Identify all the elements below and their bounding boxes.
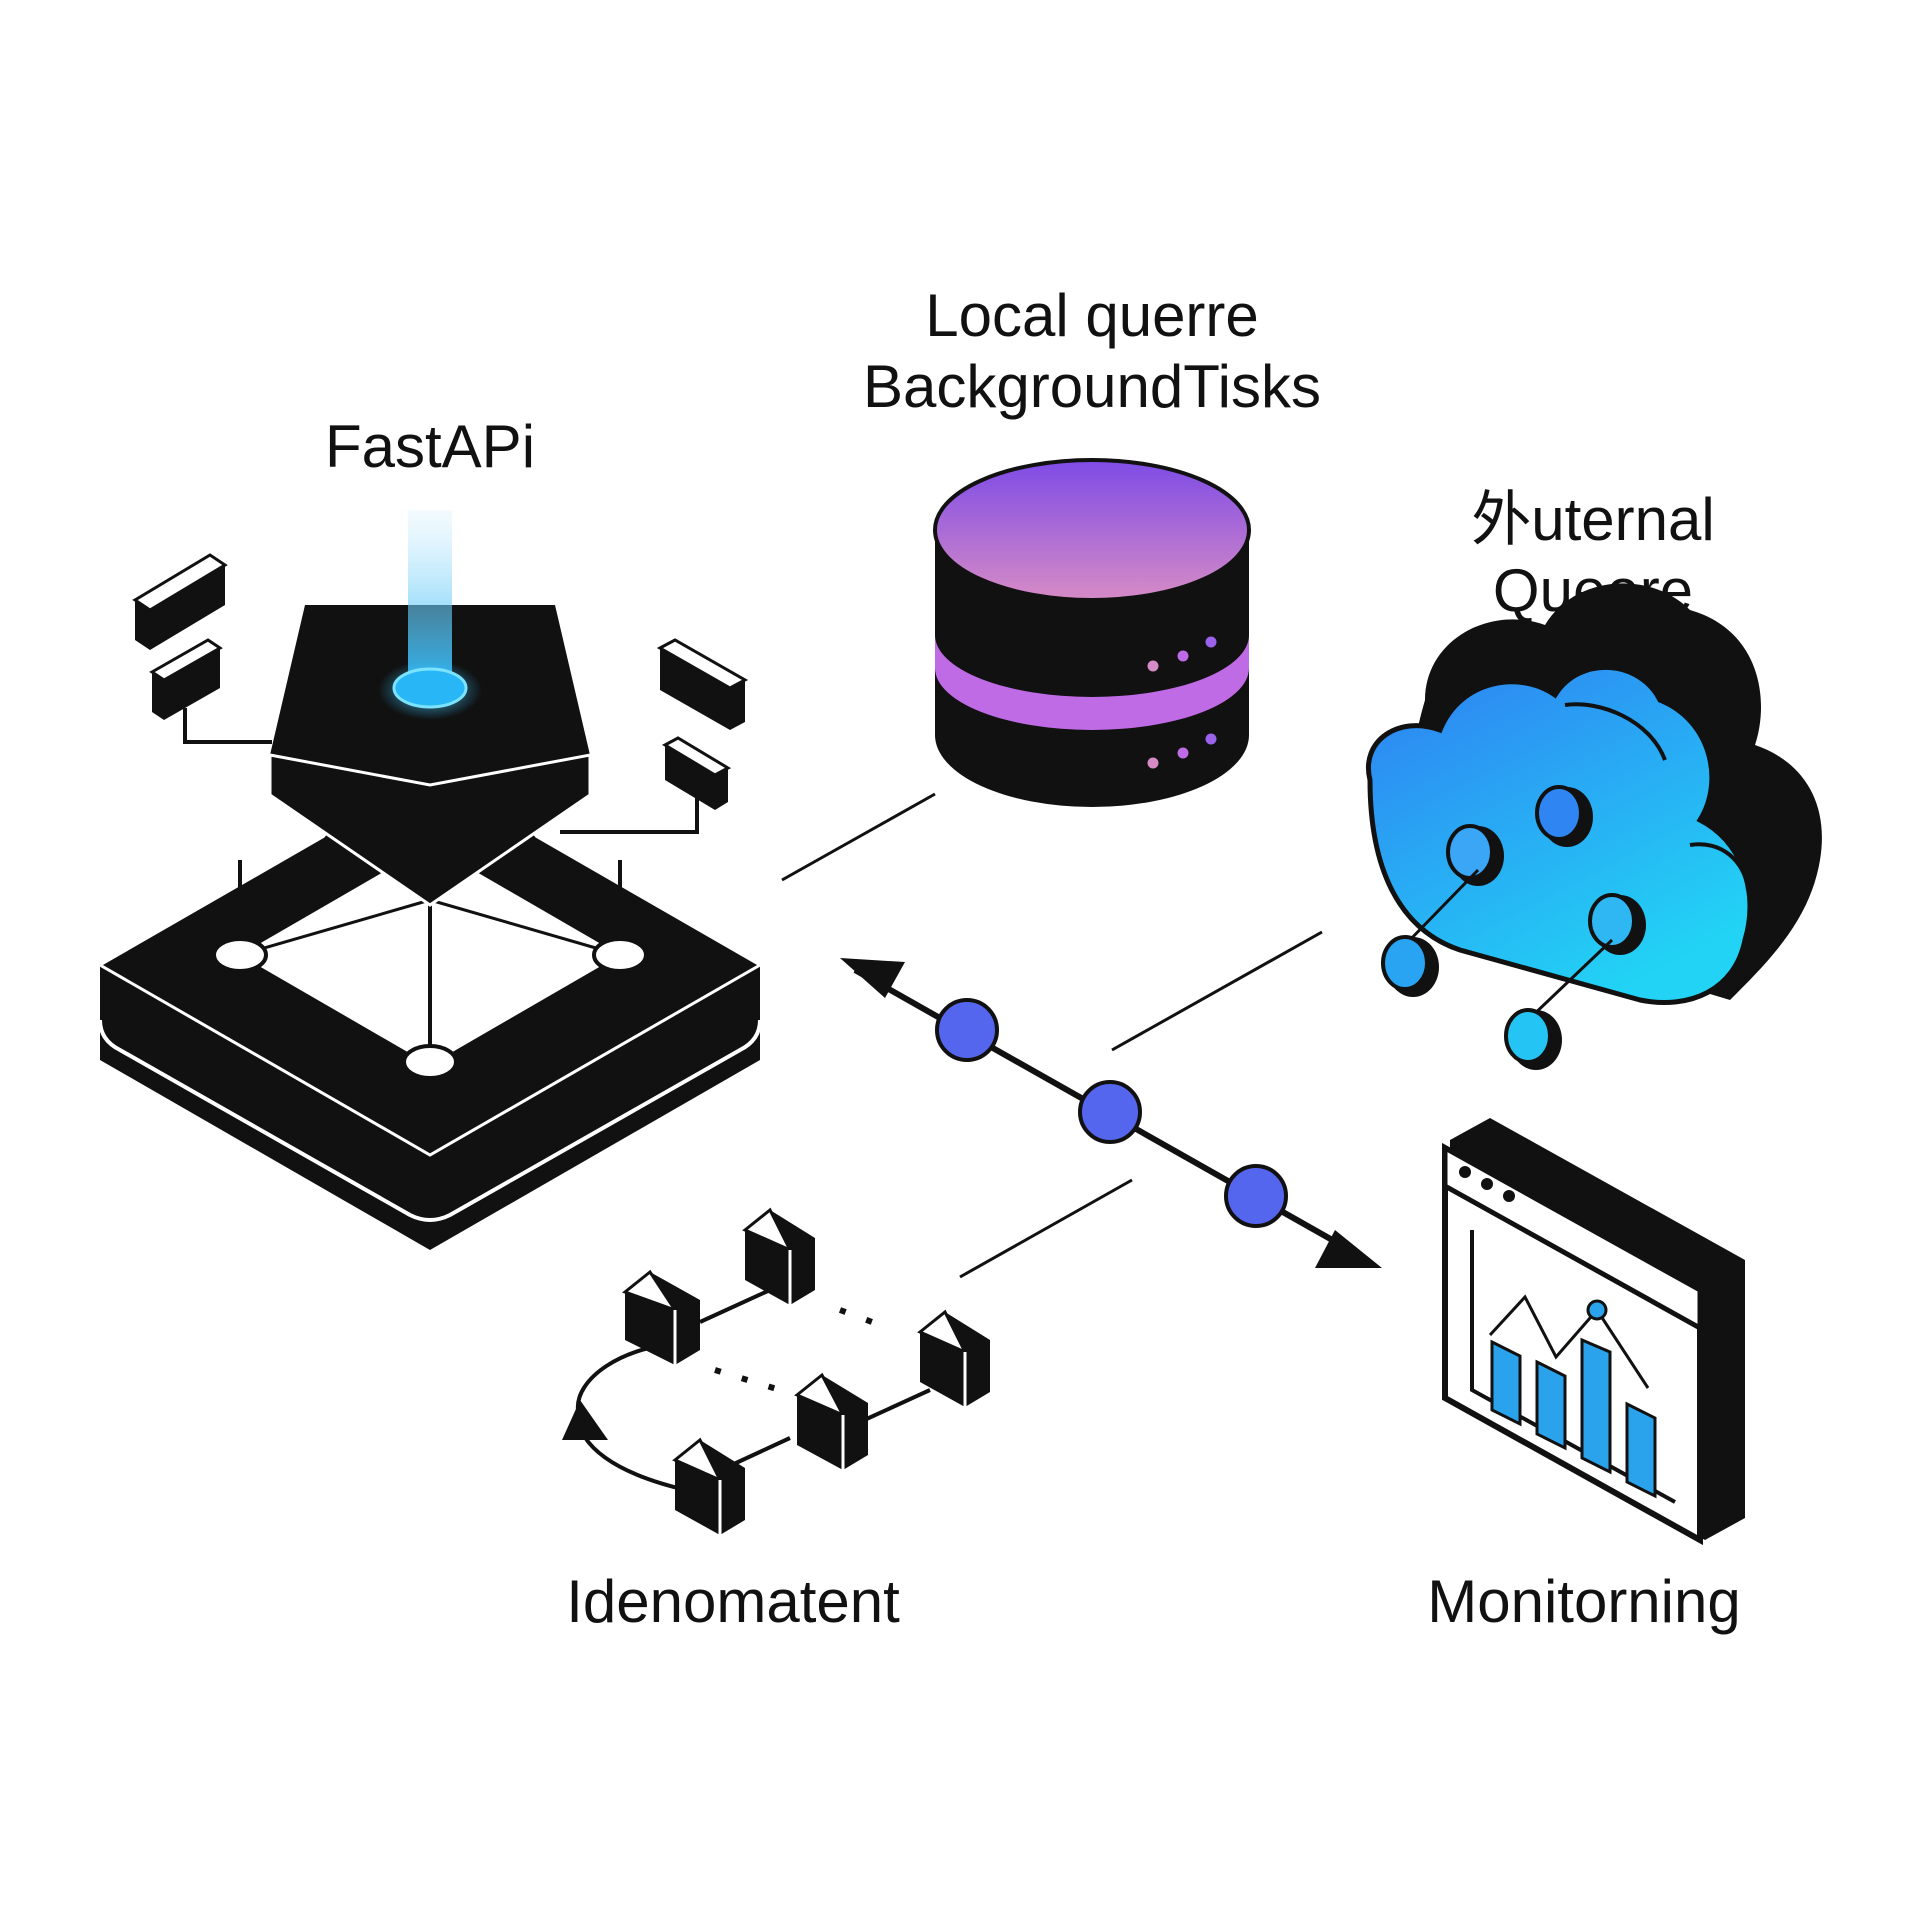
cube-icon — [621, 1269, 700, 1365]
dashboard-chart-icon — [1442, 1118, 1745, 1546]
window-dot-icon — [1459, 1166, 1471, 1178]
cloud-node — [1504, 1008, 1562, 1070]
connector-line — [959, 1178, 1133, 1279]
database-icon — [933, 458, 1251, 807]
cloud-node — [1588, 893, 1646, 955]
cloud-icon — [1366, 583, 1822, 1070]
fastapi-label: FastAPi — [325, 413, 535, 480]
local-queue-label-line2: BackgroundTisks — [863, 353, 1321, 420]
connector-line — [781, 792, 936, 882]
cloud-node — [1381, 935, 1439, 997]
cloud-node — [1446, 824, 1504, 886]
flow-node — [935, 998, 999, 1062]
external-queue-label-line2: Queere — [1493, 557, 1693, 624]
idempotent-label: Idenomatent — [566, 1568, 900, 1635]
connector-line — [1111, 930, 1323, 1052]
window-dot-icon — [1503, 1190, 1515, 1202]
cube-icon — [794, 1372, 868, 1470]
local-queue-label-line1: Local querre — [925, 282, 1259, 349]
cloud-node — [1535, 785, 1593, 847]
cube-icon — [742, 1207, 815, 1305]
cube-icon — [917, 1309, 990, 1407]
cube-icon — [672, 1437, 745, 1535]
flow-node — [1078, 1080, 1142, 1144]
fastapi-platform-icon — [96, 510, 764, 1250]
external-queue-label-line1: 外uternal — [1471, 486, 1714, 553]
window-dot-icon — [1481, 1178, 1493, 1190]
monitoring-label: Monitorning — [1427, 1568, 1741, 1635]
flow-node — [1224, 1164, 1288, 1228]
bidirectional-arrow-icon — [840, 958, 1382, 1268]
retry-cycle-icon — [562, 1207, 990, 1535]
